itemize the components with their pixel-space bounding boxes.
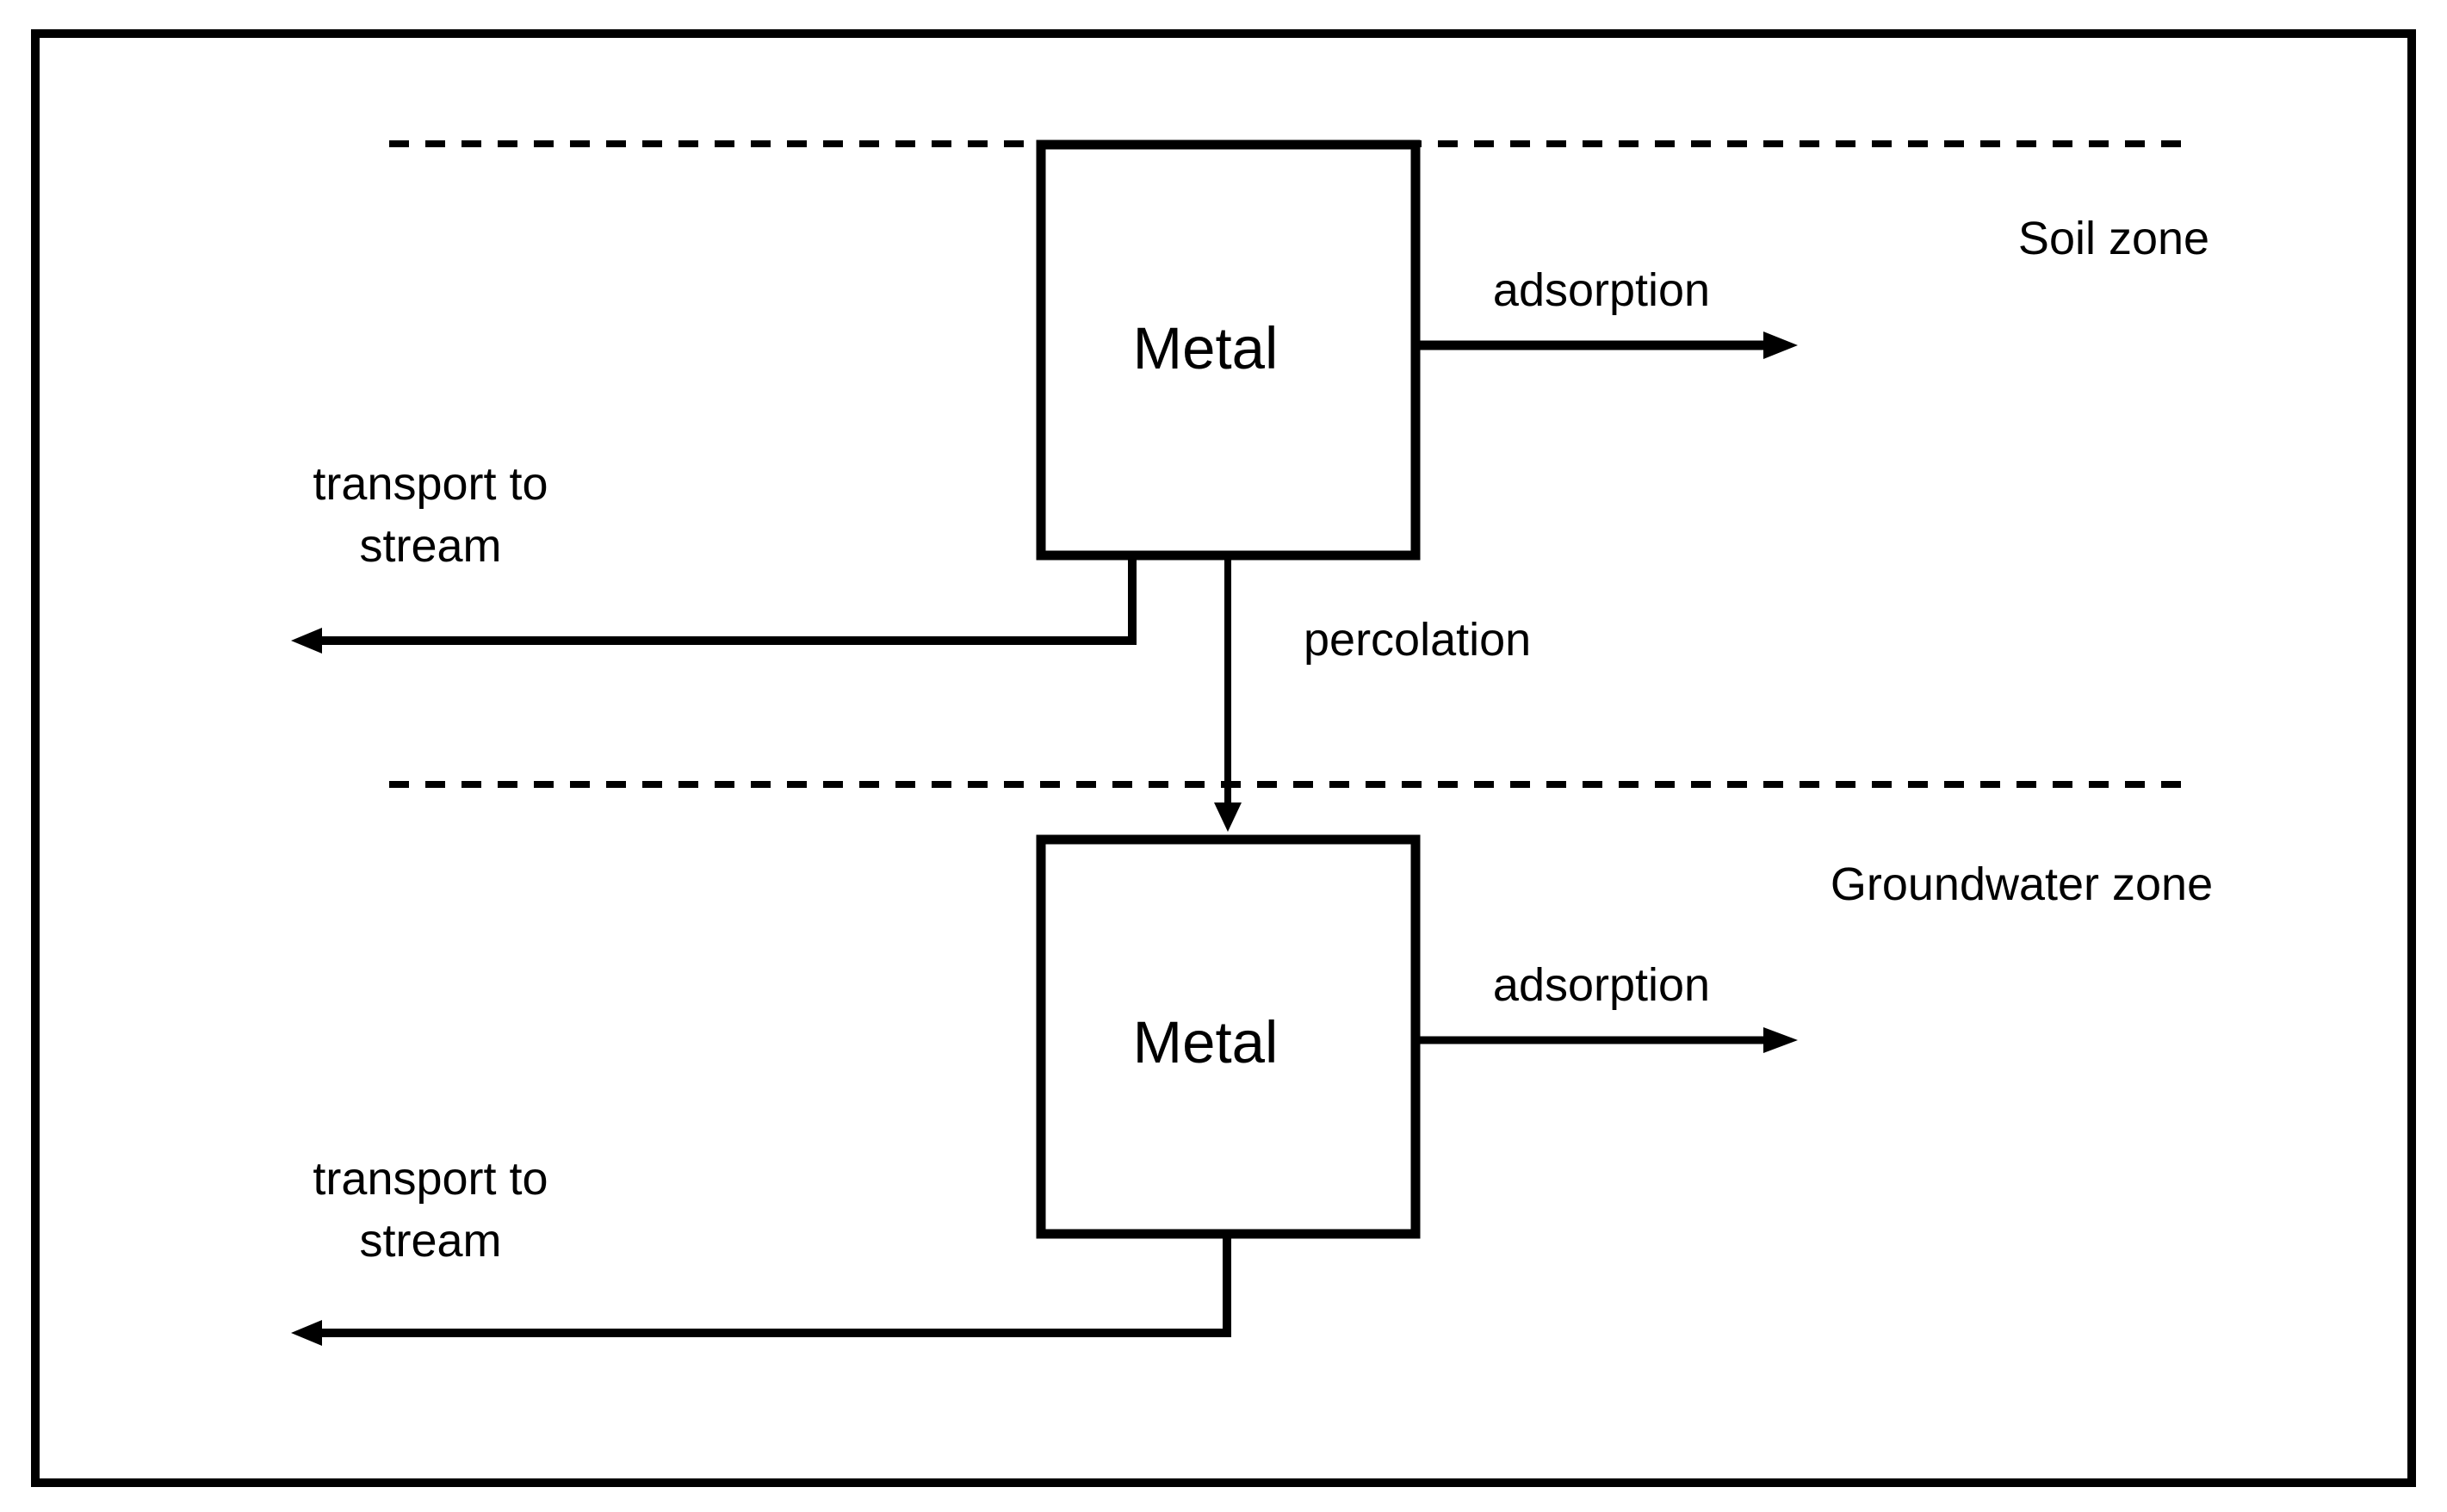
groundwater-zone-label: Groundwater zone: [1831, 858, 2213, 910]
groundwater-metal-box-label: Metal: [1133, 1009, 1279, 1075]
soil-adsorption-label: adsorption: [1493, 264, 1710, 316]
soil-metal-box-label: Metal: [1133, 315, 1279, 381]
percolation-label: percolation: [1304, 614, 1531, 666]
groundwater-transport-label-line2: stream: [359, 1215, 501, 1267]
soil-transport-arrow-line: [315, 558, 1137, 645]
soil-transport-label-line1: transport to: [313, 458, 548, 510]
groundwater-adsorption-label: adsorption: [1493, 959, 1710, 1011]
soil-adsorption-arrow: [1420, 332, 1798, 359]
soil-transport-label-line2: stream: [359, 520, 501, 572]
groundwater-transport-arrow-line: [315, 1236, 1231, 1337]
soil-metal-box: [1036, 139, 1421, 561]
groundwater-metal-box: [1036, 834, 1421, 1239]
groundwater-transport-arrow: [291, 1236, 1231, 1346]
groundwater-transport-label-line1: transport to: [313, 1153, 548, 1205]
groundwater-transport-arrowhead-left-icon: [291, 1320, 322, 1346]
groundwater-adsorption-arrow: [1420, 1027, 1798, 1053]
outer-border: [31, 29, 2416, 1487]
soil-adsorption-arrowhead-right-icon: [1763, 332, 1798, 359]
soil-zone-label: Soil zone: [2018, 213, 2209, 264]
soil-transport-arrowhead-left-icon: [291, 628, 322, 654]
groundwater-adsorption-arrowhead-right-icon: [1763, 1027, 1798, 1053]
soil-transport-arrow: [291, 558, 1137, 654]
percolation-arrow: [1214, 556, 1242, 832]
percolation-arrowhead-down-icon: [1214, 802, 1242, 832]
